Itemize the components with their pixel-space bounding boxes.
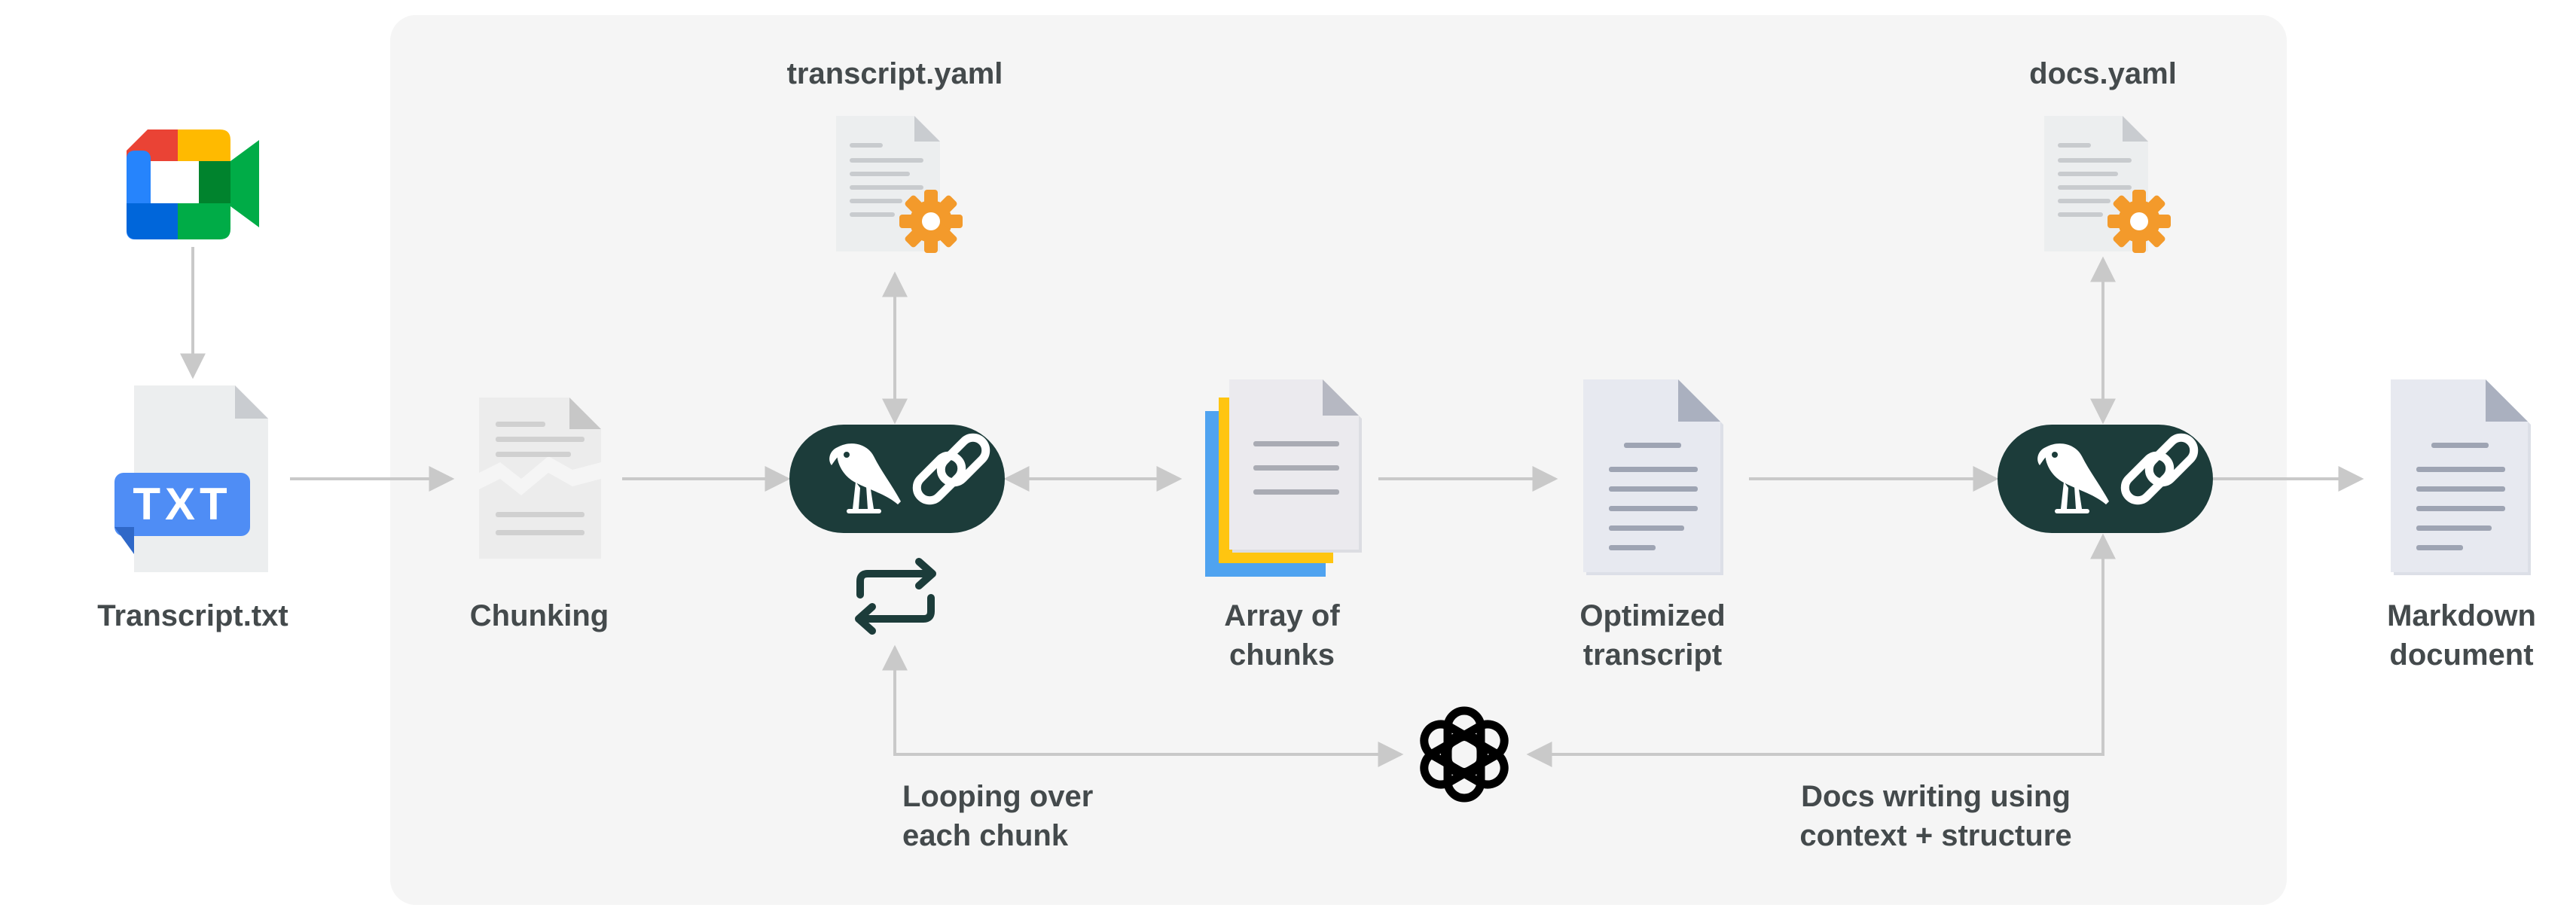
openai-logo-icon [1420, 706, 1509, 803]
parrot-icon [829, 443, 901, 513]
transcript-yaml-config-icon [836, 116, 963, 253]
txt-badge-label: TXT [133, 479, 232, 529]
markdown-document-icon [2391, 379, 2531, 575]
docs-writing-label: Docs writing using context + structure [1799, 780, 2072, 852]
transcript-yaml-label: transcript.yaml [786, 57, 1003, 90]
array-of-chunks-icon [1205, 379, 1362, 577]
docs-yaml-label: docs.yaml [2029, 57, 2177, 90]
parrot-icon [2037, 443, 2109, 513]
optimized-transcript-icon [1583, 379, 1723, 575]
markdown-document-label: Markdown document [2387, 599, 2536, 672]
langchain-node-1 [789, 425, 1005, 533]
docs-yaml-config-icon [2044, 116, 2171, 253]
looping-label: Looping over each chunk [902, 780, 1094, 852]
langchain-node-2 [1998, 425, 2213, 533]
gear-icon [2107, 190, 2171, 253]
google-meet-icon [127, 129, 259, 239]
arrow-loop-openai [882, 644, 1404, 767]
array-of-chunks-label: Array of chunks [1224, 599, 1340, 672]
transcript-txt-icon [114, 385, 268, 572]
arrow-openai-langchain2 [1526, 533, 2116, 767]
chunking-icon [479, 398, 601, 559]
chain-link-icon [912, 433, 990, 505]
chain-link-icon [2120, 433, 2199, 505]
gear-icon [899, 190, 963, 253]
loop-arrows-icon [855, 558, 936, 635]
flow-arrows [180, 247, 2364, 767]
chunking-label: Chunking [469, 599, 609, 632]
transcript-txt-label: Transcript.txt [97, 599, 288, 632]
optimized-transcript-label: Optimized transcript [1579, 599, 1726, 672]
